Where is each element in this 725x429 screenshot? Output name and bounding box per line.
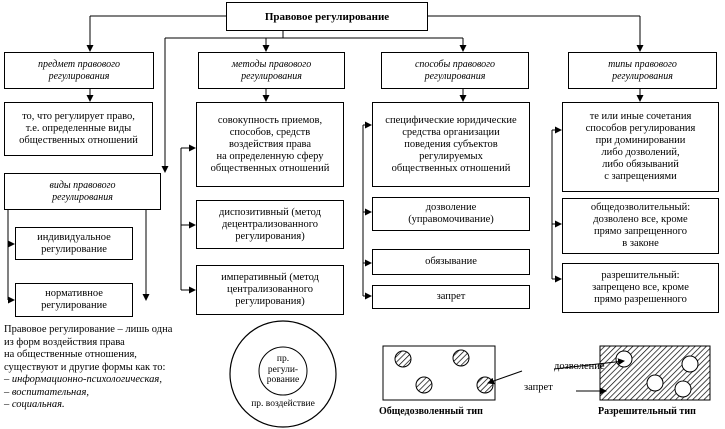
white-circle [646, 374, 664, 392]
note-item: – информационно-психологическая, [4, 374, 162, 385]
kind-individual: индивидуальное регулирование [15, 227, 133, 260]
legend-permission-label: дозволение [554, 361, 605, 372]
outer-circle [229, 320, 337, 428]
way-obligation: обязывание [372, 249, 530, 275]
hatched-circle [476, 376, 494, 394]
note-text: Правовое регулирование – лишь одна из фо… [4, 324, 219, 412]
ways-header: способы правового регулирования [381, 52, 529, 89]
types-description: те или иные сочетания способов регулиров… [562, 102, 719, 192]
methods-header: методы правового регулирования [198, 52, 345, 89]
inner-circle [258, 346, 308, 396]
hatched-circle [452, 349, 470, 367]
legend-prohibition-label: запрет [524, 382, 553, 393]
inner-circle-label: пр. регули- рование [266, 354, 300, 385]
outer-circle-label: пр. воздействие [251, 399, 315, 409]
types-header: типы правового регулирования [568, 52, 717, 89]
ways-description: специфические юридические средства орган… [372, 102, 530, 187]
type-permissive: разрешительный: запрещено все, кроме пря… [562, 263, 719, 313]
legend-type2-caption: Разрешительный тип [598, 406, 696, 417]
page-title: Правовое регулирование [226, 2, 428, 31]
permissive-type-box [599, 345, 711, 401]
white-circle [681, 355, 699, 373]
white-circle [615, 350, 633, 368]
hatched-circle [394, 350, 412, 368]
legend-type1-caption: Общедозволенный тип [379, 406, 483, 417]
way-prohibition: запрет [372, 285, 530, 309]
hatched-circle [415, 376, 433, 394]
kind-normative: нормативное регулирование [15, 283, 133, 317]
methods-description: совокупность приемов, способов, средств … [196, 102, 344, 187]
white-circle [674, 380, 692, 398]
method-dispositive: диспозитивный (метод децентрализованного… [196, 200, 344, 249]
note-item: – социальная. [4, 399, 65, 410]
subject-description: то, что регулирует право, т.е. определен… [4, 102, 153, 156]
method-imperative: императивный (метод централизованного ре… [196, 265, 344, 315]
way-permission: дозволение (управомочивание) [372, 197, 530, 231]
note-item: – воспитательная, [4, 386, 89, 398]
kinds-header: виды правового регулирования [4, 173, 161, 210]
note-paragraph: Правовое регулирование – лишь одна из фо… [4, 324, 173, 373]
subject-header: предмет правового регулирования [4, 52, 154, 89]
type-general-permissive: общедозволительный: дозволено все, кроме… [562, 198, 719, 254]
